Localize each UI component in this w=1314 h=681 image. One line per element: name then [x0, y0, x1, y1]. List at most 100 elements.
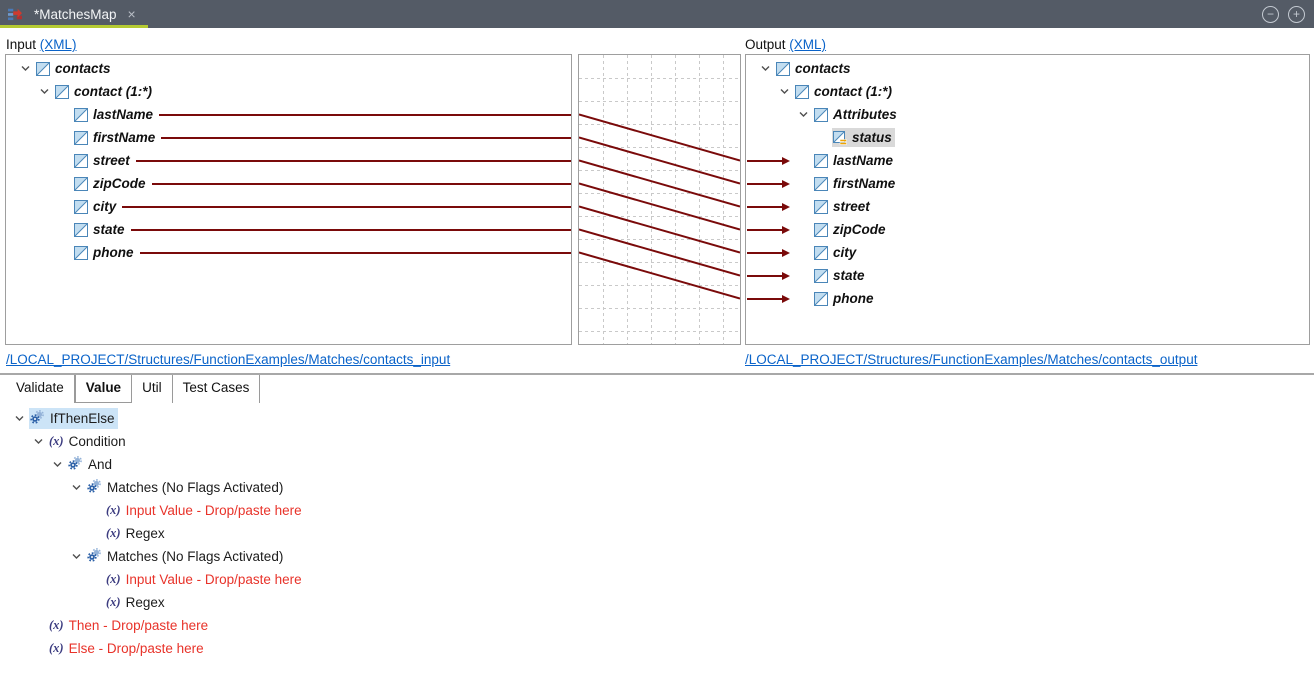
- expand-chevron[interactable]: [29, 438, 48, 445]
- function-node-then-drop-paste-here[interactable]: (x)Then - Drop/paste here: [0, 614, 1314, 637]
- tab-test-cases[interactable]: Test Cases: [173, 375, 261, 403]
- expand-chevron[interactable]: [48, 461, 67, 468]
- expand-chevron[interactable]: [16, 65, 35, 72]
- node-content[interactable]: phone: [73, 243, 137, 262]
- node-content[interactable]: Matches (No Flags Activated): [86, 477, 286, 498]
- close-icon[interactable]: ×: [127, 6, 136, 22]
- expand-chevron[interactable]: [794, 111, 813, 118]
- node-content[interactable]: street: [813, 197, 873, 216]
- expand-chevron[interactable]: [67, 484, 86, 491]
- expand-chevron[interactable]: [775, 88, 794, 95]
- zoom-in-button[interactable]: +: [1288, 5, 1305, 23]
- mapping-arrow[interactable]: [747, 225, 790, 234]
- input-node-state[interactable]: state: [6, 218, 571, 241]
- node-content[interactable]: Matches (No Flags Activated): [86, 546, 286, 567]
- node-content[interactable]: firstName: [73, 128, 158, 147]
- node-content[interactable]: state: [813, 266, 868, 285]
- node-content[interactable]: state: [73, 220, 128, 239]
- function-node-else-drop-paste-here[interactable]: (x)Else - Drop/paste here: [0, 637, 1314, 660]
- expand-chevron[interactable]: [756, 65, 775, 72]
- node-content[interactable]: street: [73, 151, 133, 170]
- function-node-matches-no-flags-activated[interactable]: Matches (No Flags Activated): [0, 545, 1314, 568]
- function-node-and[interactable]: And: [0, 453, 1314, 476]
- node-content[interactable]: firstName: [813, 174, 898, 193]
- function-node-input-value-drop-paste-here[interactable]: (x)Input Value - Drop/paste here: [0, 499, 1314, 522]
- node-content[interactable]: contacts: [35, 59, 114, 78]
- function-node-ifthenelse[interactable]: IfThenElse: [0, 407, 1314, 430]
- mapping-arrow[interactable]: [747, 202, 790, 211]
- input-node-contact-1[interactable]: contact (1:*): [6, 80, 571, 103]
- output-node-street[interactable]: street: [746, 195, 1309, 218]
- output-schema-link[interactable]: /LOCAL_PROJECT/Structures/FunctionExampl…: [745, 352, 1198, 367]
- mapping-line[interactable]: [135, 159, 571, 162]
- mapping-line[interactable]: [130, 228, 571, 231]
- input-node-firstname[interactable]: firstName: [6, 126, 571, 149]
- node-content[interactable]: city: [73, 197, 119, 216]
- node-content[interactable]: (x)Condition: [48, 432, 129, 451]
- output-node-contacts[interactable]: contacts: [746, 57, 1309, 80]
- tab-validate[interactable]: Validate: [6, 375, 75, 403]
- node-content[interactable]: contacts: [775, 59, 854, 78]
- input-node-phone[interactable]: phone: [6, 241, 571, 264]
- output-node-city[interactable]: city: [746, 241, 1309, 264]
- function-node-regex[interactable]: (x)Regex: [0, 591, 1314, 614]
- function-node-regex[interactable]: (x)Regex: [0, 522, 1314, 545]
- mapping-arrow[interactable]: [747, 248, 790, 257]
- node-content[interactable]: (x)Input Value - Drop/paste here: [105, 501, 305, 520]
- function-node-matches-no-flags-activated[interactable]: Matches (No Flags Activated): [0, 476, 1314, 499]
- output-node-firstname[interactable]: firstName: [746, 172, 1309, 195]
- input-schema-link[interactable]: /LOCAL_PROJECT/Structures/FunctionExampl…: [6, 352, 451, 367]
- node-content[interactable]: (x)Then - Drop/paste here: [48, 616, 211, 635]
- node-content[interactable]: IfThenElse: [29, 408, 118, 429]
- node-content[interactable]: contact (1:*): [54, 82, 155, 101]
- tab-value[interactable]: Value: [74, 375, 133, 403]
- input-node-lastname[interactable]: lastName: [6, 103, 571, 126]
- node-content[interactable]: Attributes: [813, 105, 900, 124]
- node-content[interactable]: (x)Input Value - Drop/paste here: [105, 570, 305, 589]
- expand-chevron[interactable]: [10, 415, 29, 422]
- node-content[interactable]: contact (1:*): [794, 82, 895, 101]
- output-node-lastname[interactable]: lastName: [746, 149, 1309, 172]
- output-node-contact-1[interactable]: contact (1:*): [746, 80, 1309, 103]
- output-node-zipcode[interactable]: zipCode: [746, 218, 1309, 241]
- output-node-attributes[interactable]: Attributes: [746, 103, 1309, 126]
- node-content[interactable]: And: [67, 454, 115, 475]
- input-node-contacts[interactable]: contacts: [6, 57, 571, 80]
- input-xml-link[interactable]: (XML): [39, 37, 77, 52]
- node-content[interactable]: status: [832, 128, 895, 147]
- output-node-state[interactable]: state: [746, 264, 1309, 287]
- node-content[interactable]: lastName: [73, 105, 156, 124]
- input-node-zipcode[interactable]: zipCode: [6, 172, 571, 195]
- expand-chevron[interactable]: [35, 88, 54, 95]
- output-xml-link[interactable]: (XML): [789, 37, 827, 52]
- node-content[interactable]: (x)Else - Drop/paste here: [48, 639, 207, 658]
- connector-lines[interactable]: [579, 55, 740, 344]
- node-content[interactable]: zipCode: [73, 174, 149, 193]
- node-content[interactable]: lastName: [813, 151, 896, 170]
- mapping-line[interactable]: [139, 251, 571, 254]
- zoom-out-button[interactable]: −: [1262, 5, 1279, 23]
- node-content[interactable]: (x)Regex: [105, 524, 168, 543]
- expand-chevron[interactable]: [67, 553, 86, 560]
- document-tab-matchesmap[interactable]: *MatchesMap ×: [0, 0, 148, 28]
- mapping-arrow[interactable]: [747, 156, 790, 165]
- input-node-street[interactable]: street: [6, 149, 571, 172]
- mapping-arrow[interactable]: [747, 271, 790, 280]
- node-content[interactable]: city: [813, 243, 859, 262]
- function-node-input-value-drop-paste-here[interactable]: (x)Input Value - Drop/paste here: [0, 568, 1314, 591]
- node-content[interactable]: zipCode: [813, 220, 889, 239]
- mapping-line[interactable]: [151, 182, 571, 185]
- output-node-status[interactable]: status: [746, 126, 1309, 149]
- mapping-arrow[interactable]: [747, 179, 790, 188]
- mapping-arrow[interactable]: [747, 294, 790, 303]
- output-node-phone[interactable]: phone: [746, 287, 1309, 310]
- mapping-line[interactable]: [159, 113, 571, 116]
- mapping-line[interactable]: [161, 136, 571, 139]
- node-content[interactable]: phone: [813, 289, 877, 308]
- function-node-condition[interactable]: (x)Condition: [0, 430, 1314, 453]
- mapping-line[interactable]: [122, 205, 571, 208]
- node-content[interactable]: (x)Regex: [105, 593, 168, 612]
- input-node-city[interactable]: city: [6, 195, 571, 218]
- tab-util[interactable]: Util: [132, 375, 173, 403]
- node-label: firstName: [93, 130, 156, 145]
